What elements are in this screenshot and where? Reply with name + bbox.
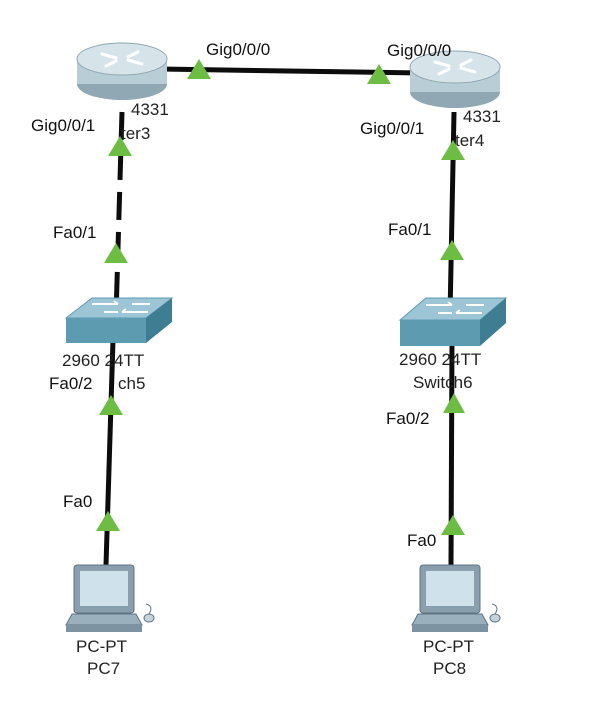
link-switch5-pc7[interactable] [103, 339, 116, 566]
switch5-name-label: ch5 [118, 374, 145, 393]
port-up-indicator-r4-g000 [367, 64, 391, 84]
pc7[interactable] [65, 564, 155, 632]
port-up-indicator-pc8-fa0 [441, 515, 465, 535]
pc8-name-label: PC8 [433, 659, 466, 678]
port-status-indicators [96, 59, 465, 535]
switch6-name-label: Switch6 [413, 373, 473, 392]
router-icon [409, 50, 501, 108]
router4[interactable] [409, 50, 501, 108]
pc7-model-label: PC-PT [76, 637, 127, 656]
router3-name-label: ter3 [121, 124, 150, 143]
router4-model-label: 4331 [463, 107, 501, 126]
switch6-model-label: 2960 24TT [399, 350, 481, 369]
pc8[interactable] [411, 564, 501, 632]
port-label-s5-fa01: Fa0/1 [53, 223, 96, 242]
device-labels: 4331 ter3 4331 ter4 2960 24TT ch5 2960 2… [62, 100, 501, 678]
port-up-indicator-s6-fa02 [443, 393, 465, 413]
router-icon [76, 42, 168, 100]
router4-name-label: ter4 [455, 131, 484, 150]
pc8-model-label: PC-PT [423, 637, 474, 656]
port-label-r3-g001: Gig0/0/1 [31, 116, 95, 135]
router3[interactable] [76, 42, 168, 100]
port-label-s6-fa02: Fa0/2 [386, 409, 429, 428]
switch5[interactable] [64, 297, 174, 343]
port-label-r3-g000: Gig0/0/0 [206, 40, 270, 59]
port-up-indicator-r4-g001 [441, 140, 465, 160]
port-label-pc7-fa0: Fa0 [63, 492, 92, 511]
port-label-r4-g000: Gig0/0/0 [387, 41, 451, 60]
switch5-model-label: 2960 24TT [62, 351, 144, 370]
switch-icon [64, 297, 174, 343]
link-router3-switch5[interactable] [113, 111, 125, 317]
port-up-indicator-s6-fa01 [440, 240, 464, 260]
port-label-s5-fa02: Fa0/2 [49, 374, 92, 393]
router3-model-label: 4331 [131, 100, 169, 119]
port-label-pc8-fa0: Fa0 [407, 531, 436, 550]
switch-icon [398, 297, 508, 346]
port-up-indicator-r3-g000 [187, 59, 211, 79]
port-labels: Gig0/0/0 Gig0/0/0 Gig0/0/1 Gig0/0/1 Fa0/… [31, 40, 451, 550]
port-label-s6-fa01: Fa0/1 [388, 220, 431, 239]
switch6[interactable] [398, 297, 508, 346]
pc-icon [65, 564, 155, 632]
port-up-indicator-s5-fa01 [104, 243, 128, 263]
pc-icon [411, 564, 501, 632]
pc7-name-label: PC7 [87, 659, 120, 678]
port-up-indicator-r3-g001 [108, 136, 132, 156]
port-up-indicator-s5-fa02 [99, 395, 123, 415]
port-label-r4-g001: Gig0/0/1 [360, 119, 424, 138]
port-up-indicator-pc7-fa0 [96, 511, 120, 531]
